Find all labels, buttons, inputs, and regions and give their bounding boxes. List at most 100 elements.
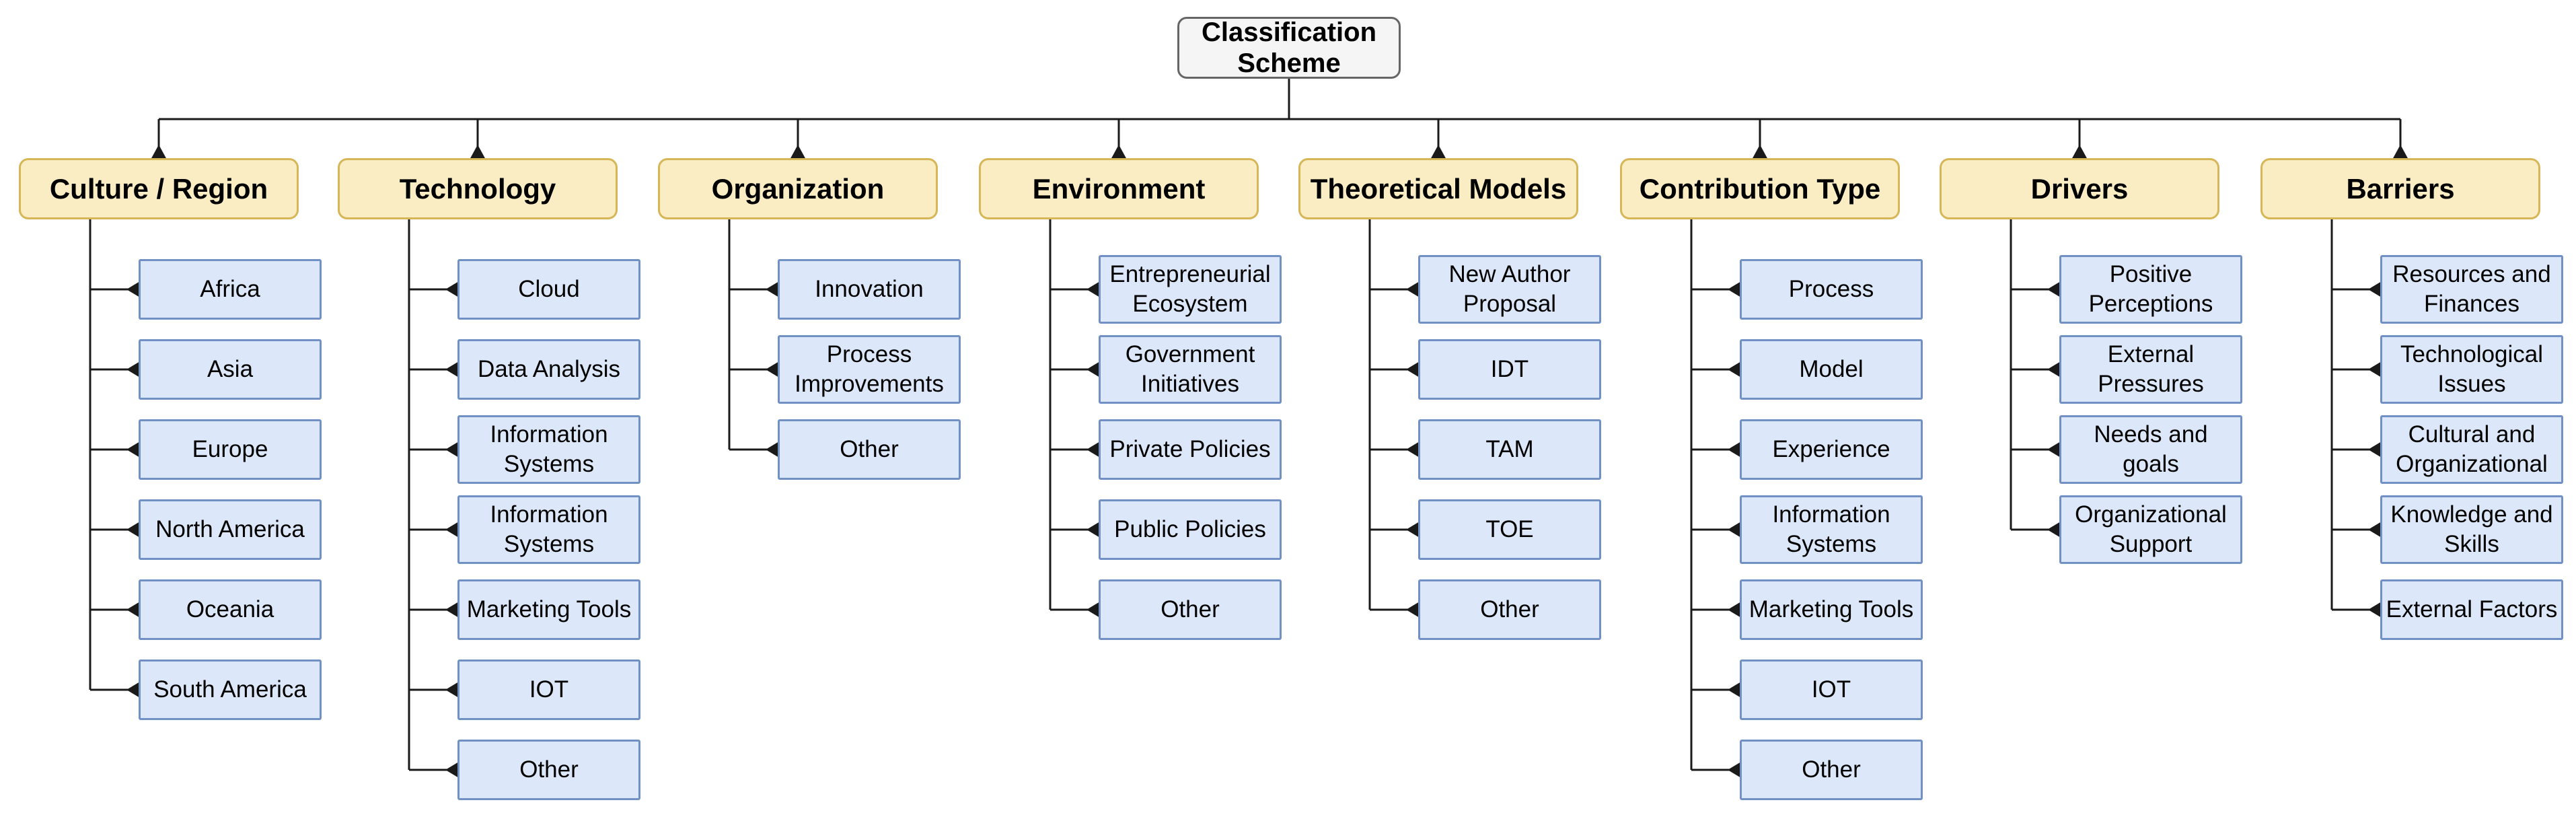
arrowhead-icon [1728, 281, 1741, 297]
category-item: Organizational Support [2059, 495, 2242, 564]
category-item: Other [457, 740, 640, 800]
category-item: Public Policies [1099, 499, 1282, 560]
category-item: Marketing Tools [1740, 579, 1923, 640]
arrowhead-icon [126, 441, 140, 458]
arrowhead-icon [126, 281, 140, 297]
category-item: Positive Perceptions [2059, 255, 2242, 324]
arrowhead-icon [445, 522, 459, 538]
arrowhead-icon [470, 145, 486, 159]
arrowhead-icon [126, 522, 140, 538]
category-item: Government Initiatives [1099, 335, 1282, 404]
category-header: Technology [338, 158, 618, 219]
arrowhead-icon [2047, 361, 2061, 378]
category-item: Information Systems [457, 495, 640, 564]
category-item: Technological Issues [2380, 335, 2563, 404]
arrowhead-icon [2047, 441, 2061, 458]
category-item: Data Analysis [457, 339, 640, 400]
arrowhead-icon [1087, 361, 1100, 378]
category-item: Cultural and Organizational [2380, 415, 2563, 484]
category-item: Other [1740, 740, 1923, 800]
arrowhead-icon [766, 361, 779, 378]
category-item: Europe [139, 419, 322, 480]
arrowhead-icon [1728, 682, 1741, 698]
category-header: Contribution Type [1620, 158, 1900, 219]
category-item: Process [1740, 259, 1923, 320]
category-item: External Pressures [2059, 335, 2242, 404]
category-item: Cloud [457, 259, 640, 320]
arrowhead-icon [2368, 281, 2382, 297]
category-item: North America [139, 499, 322, 560]
category-item: Information Systems [457, 415, 640, 484]
category-item: Marketing Tools [457, 579, 640, 640]
arrowhead-icon [1087, 602, 1100, 618]
arrowhead-icon [126, 602, 140, 618]
arrowhead-icon [2071, 145, 2088, 159]
arrowhead-icon [1430, 145, 1446, 159]
category-item: IOT [1740, 659, 1923, 720]
arrowhead-icon [445, 281, 459, 297]
category-item: Other [1099, 579, 1282, 640]
arrowhead-icon [1406, 602, 1420, 618]
arrowhead-icon [1406, 522, 1420, 538]
arrowhead-icon [1728, 441, 1741, 458]
category-item: Asia [139, 339, 322, 400]
arrowhead-icon [1728, 602, 1741, 618]
arrowhead-icon [1728, 361, 1741, 378]
arrowhead-icon [2047, 281, 2061, 297]
arrowhead-icon [445, 762, 459, 778]
arrowhead-icon [1406, 281, 1420, 297]
arrowhead-icon [151, 145, 167, 159]
arrowhead-icon [1087, 281, 1100, 297]
arrowhead-icon [1111, 145, 1127, 159]
arrowhead-icon [1406, 441, 1420, 458]
category-item: Model [1740, 339, 1923, 400]
arrowhead-icon [2368, 361, 2382, 378]
category-item: External Factors [2380, 579, 2563, 640]
category-item: Knowledge and Skills [2380, 495, 2563, 564]
arrowhead-icon [1406, 361, 1420, 378]
arrowhead-icon [1087, 441, 1100, 458]
arrowhead-icon [2392, 145, 2408, 159]
category-item: Other [778, 419, 961, 480]
arrowhead-icon [445, 361, 459, 378]
category-item: TOE [1418, 499, 1601, 560]
category-header: Barriers [2260, 158, 2540, 219]
category-item: Needs and goals [2059, 415, 2242, 484]
category-item: Entrepreneurial Ecosystem [1099, 255, 1282, 324]
arrowhead-icon [126, 361, 140, 378]
arrowhead-icon [2047, 522, 2061, 538]
category-item: Other [1418, 579, 1601, 640]
category-item: New Author Proposal [1418, 255, 1601, 324]
arrowhead-icon [2368, 522, 2382, 538]
category-item: South America [139, 659, 322, 720]
arrowhead-icon [766, 281, 779, 297]
category-item: Process Improvements [778, 335, 961, 404]
category-item: Experience [1740, 419, 1923, 480]
category-item: IOT [457, 659, 640, 720]
category-item: Africa [139, 259, 322, 320]
arrowhead-icon [1728, 762, 1741, 778]
category-item: IDT [1418, 339, 1601, 400]
arrowhead-icon [766, 441, 779, 458]
arrowhead-icon [790, 145, 806, 159]
category-item: Innovation [778, 259, 961, 320]
category-item: Resources and Finances [2380, 255, 2563, 324]
arrowhead-icon [1087, 522, 1100, 538]
arrowhead-icon [1752, 145, 1768, 159]
category-header: Drivers [1940, 158, 2219, 219]
category-header: Culture / Region [19, 158, 299, 219]
category-item: TAM [1418, 419, 1601, 480]
category-item: Oceania [139, 579, 322, 640]
category-item: Private Policies [1099, 419, 1282, 480]
arrowhead-icon [1728, 522, 1741, 538]
category-header: Theoretical Models [1298, 158, 1578, 219]
root-node: Classification Scheme [1177, 17, 1401, 79]
category-header: Organization [658, 158, 938, 219]
arrowhead-icon [2368, 441, 2382, 458]
arrowhead-icon [126, 682, 140, 698]
category-header: Environment [979, 158, 1259, 219]
arrowhead-icon [445, 682, 459, 698]
arrowhead-icon [445, 441, 459, 458]
